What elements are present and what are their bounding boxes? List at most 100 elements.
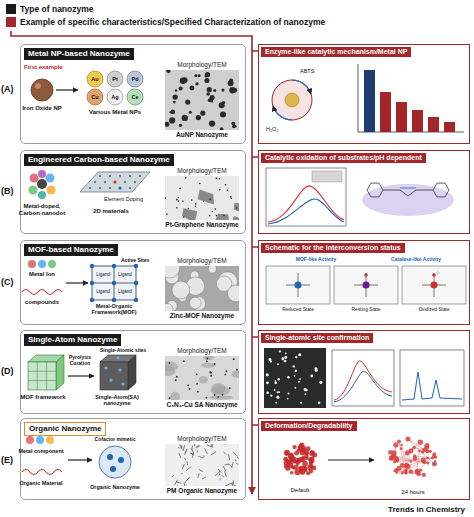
- element-symbol: Pd: [127, 76, 143, 82]
- panel-heading: MOF-based Nanozyme: [24, 244, 118, 256]
- legend-text: Type of nanozyme: [20, 4, 94, 14]
- mechanism-chart-part: [364, 70, 375, 132]
- organic-illustration-part: [36, 436, 44, 444]
- characterization-panel: Enzyme-like catalytic mechanism/Metal NP: [258, 44, 470, 144]
- nanozyme-cluster-part: [432, 462, 437, 467]
- part-name: Metal-doped, Carbon nanodot: [13, 203, 71, 217]
- chart-label: Resting State: [334, 307, 398, 313]
- nanozyme-cluster-part: [424, 443, 429, 448]
- image-caption: AuNP Nanozyme: [176, 131, 228, 139]
- legend-item: Type of nanozyme: [6, 4, 325, 14]
- spectra-chart-part: [433, 183, 449, 197]
- carbon-illustration-part: [38, 170, 46, 178]
- carbon-illustration-part-part: [119, 175, 121, 177]
- part-name: Various Metal NPs: [80, 109, 150, 116]
- chart-label: 24 hours: [392, 489, 434, 496]
- single-atom-illustration-part: [28, 362, 56, 390]
- metal-np-illustration-part: [31, 79, 53, 101]
- nanozyme-cluster-part: [389, 455, 394, 460]
- nanozyme-cluster-part: [306, 446, 311, 451]
- atom-dots-part: [266, 373, 269, 376]
- carbon-illustration-part-part: [113, 180, 116, 183]
- tem-texture: [172, 444, 239, 486]
- panel-heading: Catalytic oxidation of substrates/pH dep…: [261, 153, 426, 163]
- nanozyme-type-panel: Single-Atom NanozymeMorphology/TEMC₃N₄-C…: [20, 330, 246, 414]
- single-atom-confirmation-part: [400, 350, 464, 406]
- nanozyme-cluster-part: [290, 471, 294, 475]
- interconversion-schematic-part-part: [286, 273, 310, 297]
- nanozyme-cluster-part: [397, 442, 420, 461]
- metal-np-illustration-part: [107, 71, 123, 87]
- chart-label: Catalase-like Activity: [366, 257, 466, 263]
- carbon-illustration-part-part: [139, 175, 141, 177]
- mof-illustration-part-part: [112, 264, 116, 268]
- interconversion-schematic: [266, 266, 466, 304]
- metal-np-illustration-part: [127, 89, 143, 105]
- nanozyme-cluster-part: [394, 456, 398, 460]
- spectra-chart-part: [367, 183, 383, 197]
- panel-heading: Enzyme-like catalytic mechanism/Metal NP: [261, 47, 411, 57]
- atom-dots-part: [276, 396, 279, 399]
- interconversion-schematic-part-part: [422, 273, 446, 297]
- tem-ground: [165, 444, 239, 486]
- mof-illustration-part-part: [112, 281, 116, 285]
- single-atom-illustration-part: [68, 375, 94, 376]
- tem-texture: [165, 177, 239, 220]
- panel-heading: Deformation/Degradability: [261, 421, 357, 431]
- nanozyme-cluster-part: [434, 460, 436, 462]
- spectra-chart-part: [268, 199, 344, 224]
- legend-item: Example of specific characteristics/Spec…: [6, 17, 325, 27]
- nanozyme-cluster-part: [415, 469, 419, 473]
- nanozyme-cluster-part: [291, 457, 297, 463]
- panel-letter: (E): [1, 455, 13, 465]
- nanozyme-cluster-part: [389, 456, 394, 461]
- tem-ground: [165, 176, 239, 220]
- atom-dots-part: [274, 382, 277, 385]
- chart-label: ABTS: [300, 68, 314, 74]
- single-atom-confirmation-part: [334, 371, 392, 402]
- atom-dots-part: [277, 378, 279, 380]
- tem-micrograph: [165, 70, 239, 130]
- nanozyme-cluster-part: [422, 473, 426, 477]
- carbon-illustration-part: [80, 172, 150, 192]
- organic-illustration-part: [22, 470, 62, 475]
- tem-micrograph: [165, 176, 239, 220]
- mof-illustration-part: [92, 266, 136, 300]
- interconversion-schematic-part: [295, 282, 302, 289]
- part-name: Ligand: [115, 289, 135, 294]
- mechanism-chart-part: [272, 80, 312, 120]
- mechanism-chart-part: [292, 80, 311, 94]
- carbon-illustration-part: [38, 191, 46, 199]
- atom-dots-part: [277, 363, 279, 365]
- atom-dots-part: [266, 391, 269, 394]
- nanozyme-cluster-part: [426, 461, 429, 464]
- part-name: Element Doping: [104, 196, 143, 202]
- metal-np-illustration-part: [56, 89, 78, 90]
- nanozyme-type-panel: Engineered Carbon-based NanozymeMorpholo…: [20, 150, 246, 234]
- single-atom-illustration-part: [100, 362, 128, 390]
- atom-dots-part: [268, 358, 271, 361]
- chart-label: Reduced State: [266, 307, 330, 313]
- nanozyme-cluster-part: [432, 452, 436, 456]
- carbon-illustration-part: [29, 186, 38, 195]
- nanozyme-cluster-part: [294, 451, 299, 456]
- nanozyme-cluster-part: [285, 452, 289, 456]
- metal-np-illustration-part: [127, 71, 143, 87]
- mechanism-chart-part: [380, 92, 391, 132]
- tem-image-box: Morphology/TEMPM Organic Nanozyme: [161, 435, 243, 497]
- nanozyme-cluster-part: [394, 457, 399, 462]
- single-atom-illustration-part: [104, 357, 124, 386]
- panel-heading: Organic Nanozyme: [24, 422, 106, 436]
- tem-image-box: Morphology/TEMAuNP Nanozyme: [161, 61, 243, 141]
- flow-arrow: [11, 31, 258, 494]
- degradation-illustration-part: [328, 459, 374, 460]
- nanozyme-cluster-part: [405, 436, 410, 441]
- carbon-illustration-part-part: [94, 181, 96, 183]
- single-atom-illustration-part: [28, 362, 56, 390]
- single-atom-illustration-part: [128, 355, 136, 390]
- atom-dots-part: [298, 353, 301, 356]
- mof-illustration-part-part: [134, 264, 138, 268]
- legend-swatch: [6, 4, 16, 14]
- interconversion-schematic-part: [266, 266, 330, 304]
- organic-illustration-part: [26, 436, 34, 444]
